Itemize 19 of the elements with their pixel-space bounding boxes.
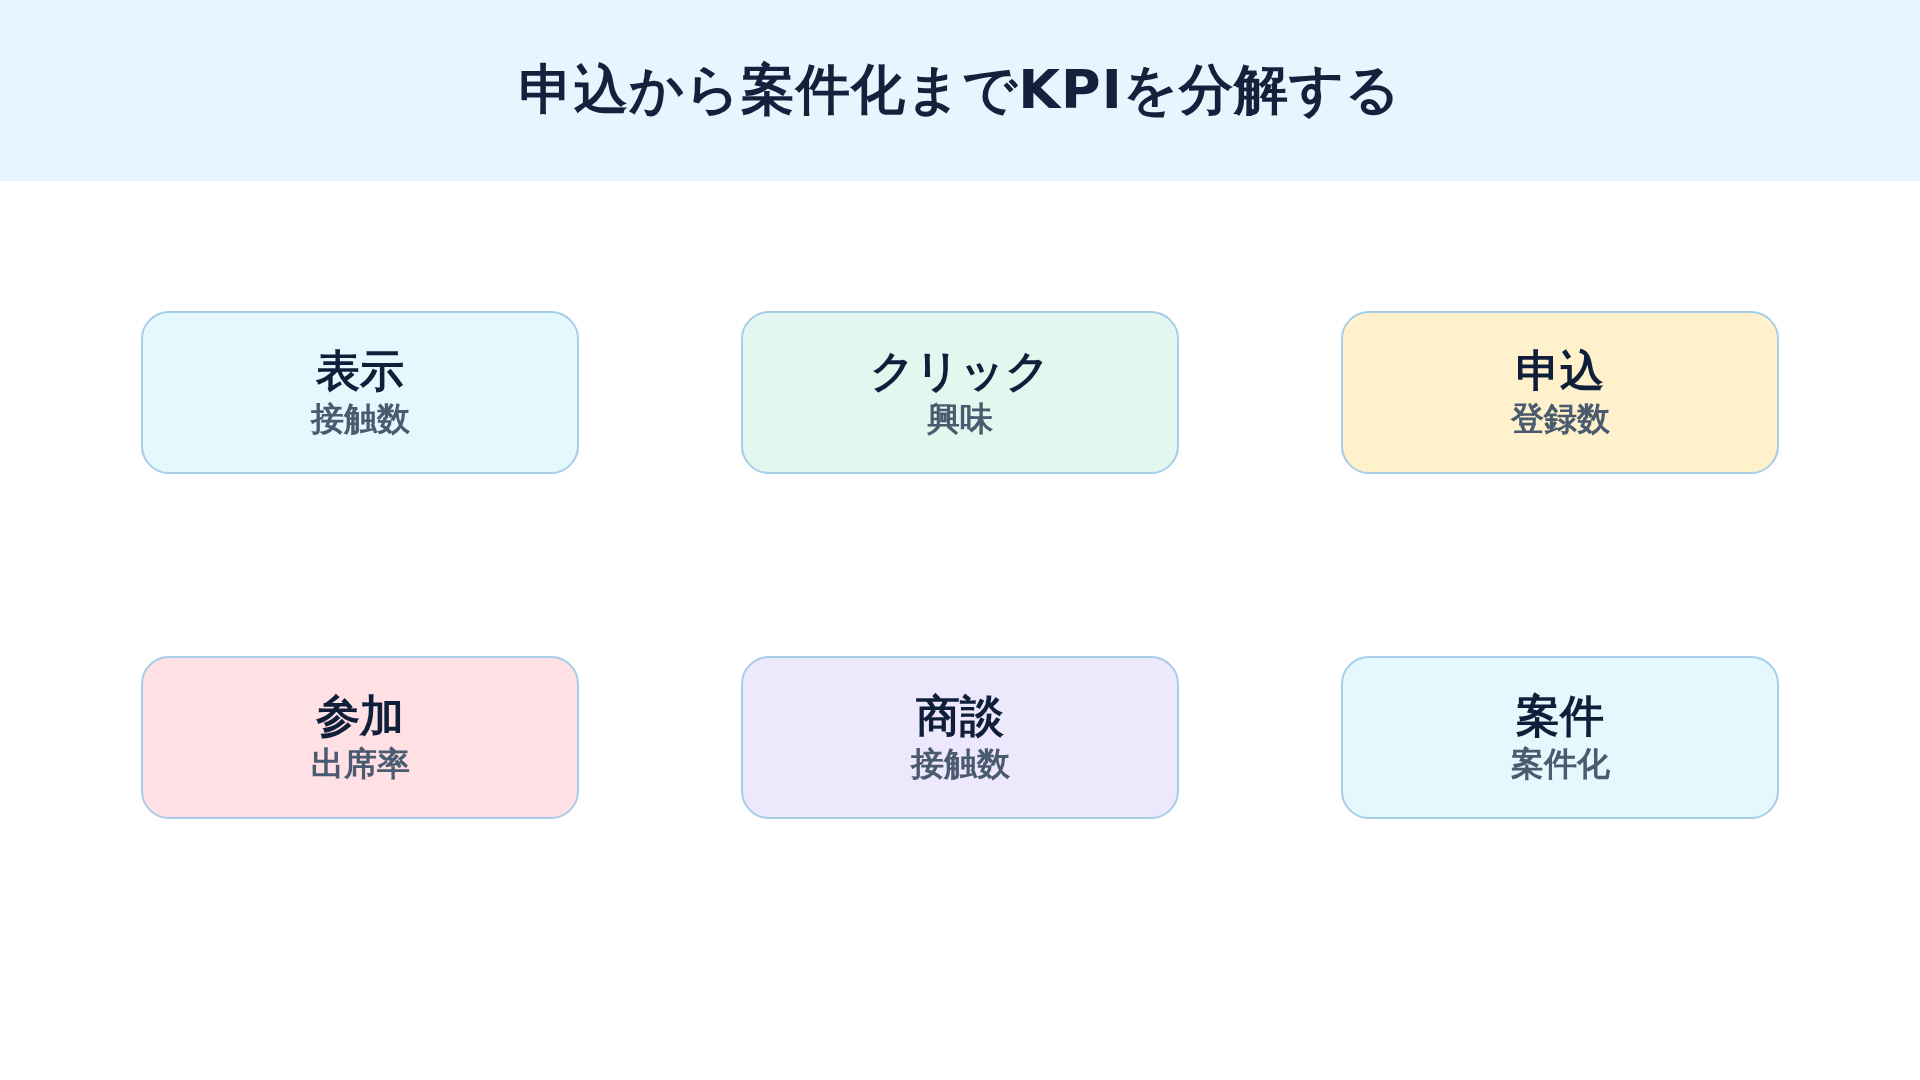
stage-heading: クリック (870, 346, 1050, 395)
stage-box (741, 311, 1179, 474)
stage-heading: 案件 (1516, 691, 1604, 740)
stage-metric: 接触数 (310, 398, 410, 439)
stage-heading: 商談 (916, 691, 1004, 740)
stage-heading: 参加 (316, 691, 404, 740)
stage-metric: 出席率 (310, 743, 410, 784)
stage-heading: 申込 (1516, 346, 1604, 395)
stage-metric: 興味 (927, 398, 993, 439)
stage-box (141, 311, 579, 474)
title: 申込から案件化までKPIを分解する (519, 57, 1401, 123)
stage-box (741, 656, 1179, 819)
stage-metric: 接触数 (910, 743, 1010, 784)
stage-metric: 登録数 (1510, 398, 1610, 439)
stage-box (141, 656, 579, 819)
stage-box (1341, 656, 1779, 819)
stage-metric: 案件化 (1510, 743, 1610, 784)
stage-box (1341, 311, 1779, 474)
stage-heading: 表示 (316, 346, 404, 395)
